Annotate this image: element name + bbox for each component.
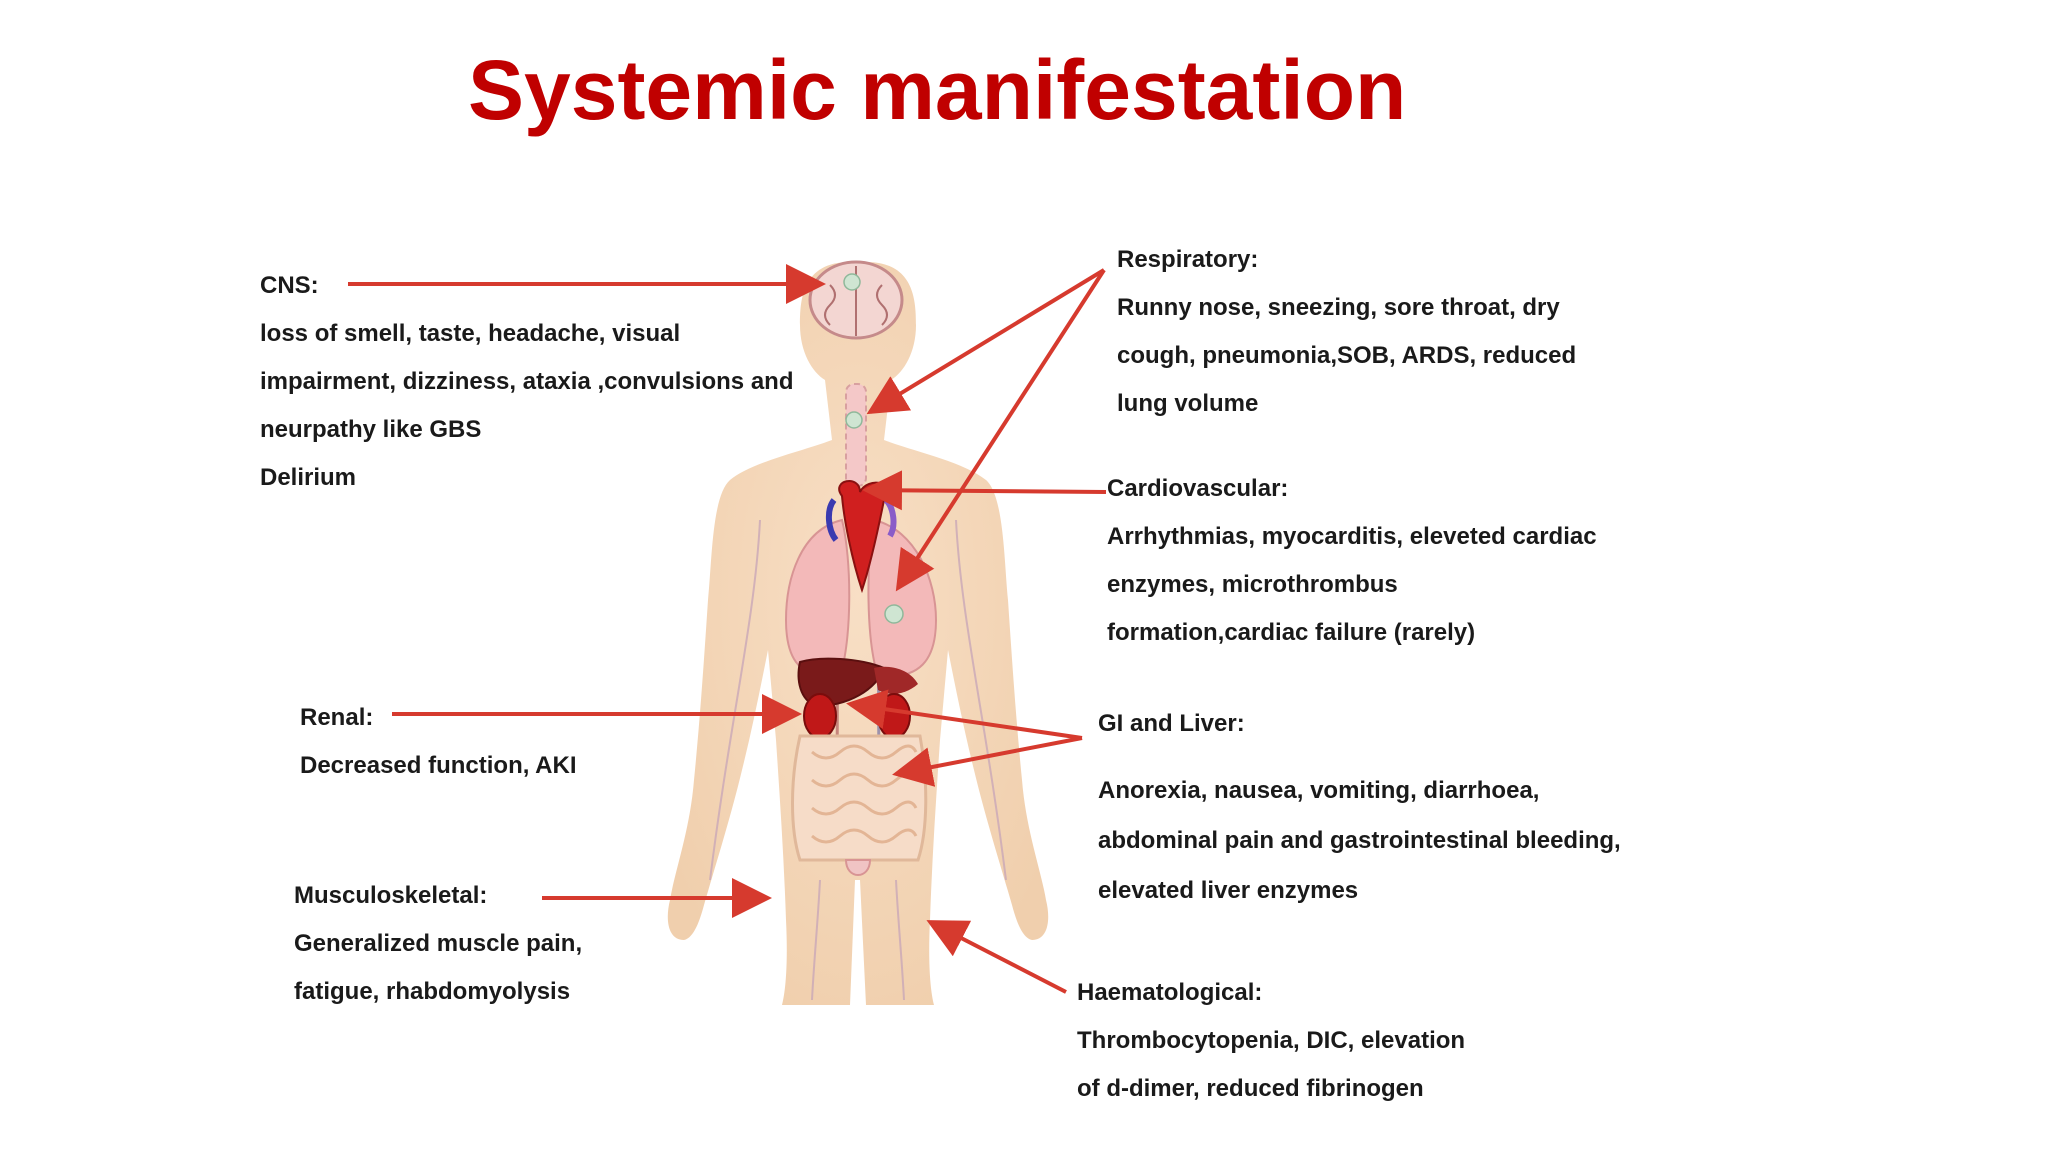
label-musculoskeletal: Musculoskeletal: Generalized muscle pain… [294,872,582,1016]
arrow-haematological [926,920,1067,994]
haematological-line: of d-dimer, reduced fibrinogen [1077,1075,1424,1102]
slide-title: Systemic manifestation [468,43,1407,137]
brain-icon [808,260,904,340]
cns-line: Delirium [260,464,357,491]
respiratory-line: lung volume [1117,390,1259,417]
arrow-cardiovascular [862,470,1107,511]
gi-liver-line: Anorexia, nausea, vomiting, diarrhoea, [1098,777,1540,804]
cns-heading: CNS: [260,272,319,299]
cardiovascular-heading: Cardiovascular: [1107,475,1289,502]
label-cardiovascular: Cardiovascular: Arrhythmias, myocarditis… [1107,465,1597,657]
arrow-gi-kidney [846,689,1083,740]
cns-line: neurpathy like GBS [260,416,482,443]
label-cns: CNS: loss of smell, taste, headache, vis… [260,262,793,502]
label-gi-liver: GI and Liver: Anorexia, nausea, vomiting… [1098,700,1621,916]
cns-line: loss of smell, taste, headache, visual [260,320,681,347]
respiratory-line: cough, pneumonia,SOB, ARDS, reduced [1117,342,1577,369]
respiratory-heading: Respiratory: [1117,246,1259,273]
cardiovascular-line: enzymes, microthrombus [1107,571,1398,598]
label-haematological: Haematological: Thrombocytopenia, DIC, e… [1077,969,1465,1113]
gi-liver-line: elevated liver enzymes [1098,877,1359,904]
musculoskeletal-heading: Musculoskeletal: [294,882,488,909]
arrow-respiratory-trachea [866,268,1106,415]
label-respiratory: Respiratory: Runny nose, sneezing, sore … [1117,236,1576,428]
gi-liver-line: abdominal pain and gastrointestinal blee… [1098,827,1621,854]
cardiovascular-line: formation,cardiac failure (rarely) [1107,619,1476,646]
haematological-heading: Haematological: [1077,979,1263,1006]
arrow-respiratory-lungs [895,268,1106,592]
label-renal: Renal: Decreased function, AKI [300,694,577,790]
musculoskeletal-line: fatigue, rhabdomyolysis [294,978,571,1005]
arrow-gi-intestine [892,736,1083,787]
cardiovascular-line: Arrhythmias, myocarditis, eleveted cardi… [1107,523,1597,550]
musculoskeletal-line: Generalized muscle pain, [294,930,583,957]
trachea-icon [845,383,867,487]
cns-line: impairment, dizziness, ataxia ,convulsio… [260,368,794,395]
intestines-icon [791,734,928,876]
renal-line: Decreased function, AKI [300,752,577,779]
gi-liver-heading: GI and Liver: [1098,710,1245,737]
renal-heading: Renal: [300,704,374,731]
respiratory-line: Runny nose, sneezing, sore throat, dry [1117,294,1560,321]
callout-arrows [348,264,1107,994]
haematological-line: Thrombocytopenia, DIC, elevation [1077,1027,1466,1054]
